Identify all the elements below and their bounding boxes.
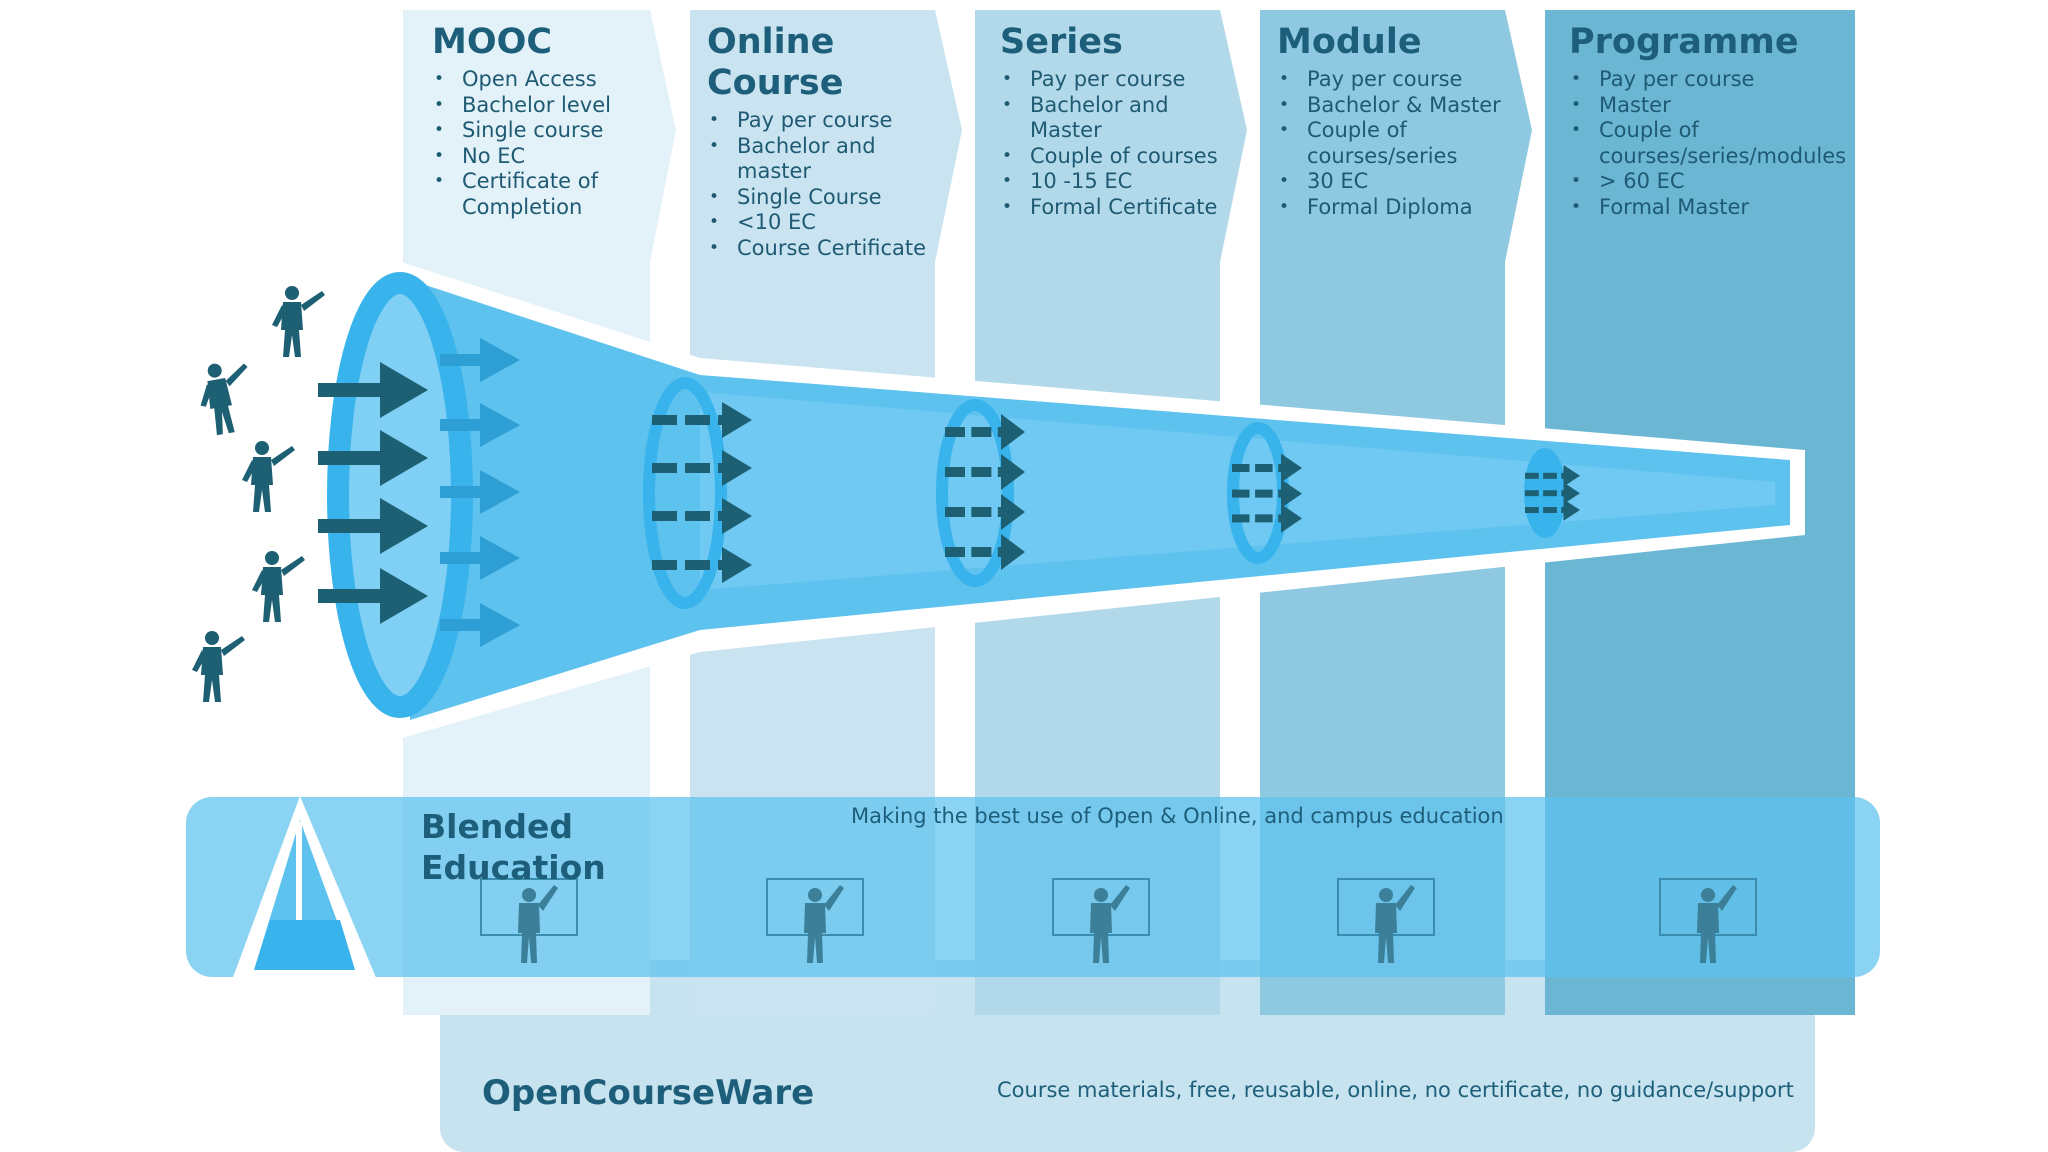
ocw-description: Course materials, free, reusable, online… bbox=[997, 1078, 1794, 1102]
stage-title: MOOC bbox=[432, 22, 553, 62]
stage-online-course: Online Course Pay per course Bachelor an… bbox=[707, 22, 932, 261]
stage-list: Pay per course Bachelor and master Singl… bbox=[707, 108, 932, 261]
list-item: Bachelor level bbox=[432, 93, 647, 119]
list-item: Pay per course bbox=[1569, 67, 1849, 93]
list-item: Formal Certificate bbox=[1000, 195, 1225, 221]
stage-module: Module Pay per course Bachelor & Master … bbox=[1277, 22, 1517, 220]
stage-list: Pay per course Master Couple of courses/… bbox=[1569, 67, 1849, 220]
blended-triangle-icon bbox=[232, 796, 377, 980]
blended-subtitle: Making the best use of Open & Online, an… bbox=[851, 804, 1504, 828]
list-item: Single Course bbox=[707, 185, 932, 211]
list-item: <10 EC bbox=[707, 210, 932, 236]
stage-list: Pay per course Bachelor & Master Couple … bbox=[1277, 67, 1517, 220]
list-item: Pay per course bbox=[707, 108, 932, 134]
list-item: 30 EC bbox=[1277, 169, 1517, 195]
stage-mooc: MOOC Open Access Bachelor level Single c… bbox=[432, 22, 647, 220]
list-item: Master bbox=[1569, 93, 1849, 119]
list-item: Pay per course bbox=[1277, 67, 1517, 93]
blended-title: Blended Education bbox=[421, 807, 606, 887]
stage-title: Module bbox=[1277, 22, 1422, 62]
stage-title: Online Course bbox=[707, 22, 844, 103]
ring-series bbox=[936, 399, 1014, 587]
list-item: Bachelor & Master bbox=[1277, 93, 1517, 119]
list-item: > 60 EC bbox=[1569, 169, 1849, 195]
list-item: Couple of courses/series bbox=[1277, 118, 1477, 169]
stage-programme: Programme Pay per course Master Couple o… bbox=[1569, 22, 1849, 220]
list-item: Pay per course bbox=[1000, 67, 1225, 93]
list-item: No EC bbox=[432, 144, 647, 170]
list-item: Bachelor and master bbox=[707, 134, 887, 185]
list-item: Bachelor and Master bbox=[1000, 93, 1170, 144]
list-item: Single course bbox=[432, 118, 647, 144]
ring-online-course bbox=[643, 377, 727, 609]
person-running-icon bbox=[192, 286, 325, 702]
stage-list: Pay per course Bachelor and Master Coupl… bbox=[1000, 67, 1225, 220]
stage-title: Programme bbox=[1569, 22, 1799, 62]
stage-list: Open Access Bachelor level Single course… bbox=[432, 67, 647, 220]
blended-band bbox=[186, 797, 1880, 977]
list-item: Couple of courses bbox=[1000, 144, 1225, 170]
list-item: Formal Master bbox=[1569, 195, 1849, 221]
list-item: Open Access bbox=[432, 67, 647, 93]
list-item: 10 -15 EC bbox=[1000, 169, 1225, 195]
stage-series: Series Pay per course Bachelor and Maste… bbox=[1000, 22, 1225, 220]
ocw-title: OpenCourseWare bbox=[482, 1073, 815, 1113]
list-item: Course Certificate bbox=[707, 236, 932, 262]
list-item: Formal Diploma bbox=[1277, 195, 1517, 221]
list-item: Couple of courses/series/modules bbox=[1569, 118, 1846, 169]
funnel-dashed-arrows-4 bbox=[1232, 453, 1302, 533]
list-item: Certificate of Completion bbox=[432, 169, 612, 220]
funnel-dashed-arrows-5 bbox=[1525, 465, 1580, 521]
stage-title: Series bbox=[1000, 22, 1123, 62]
